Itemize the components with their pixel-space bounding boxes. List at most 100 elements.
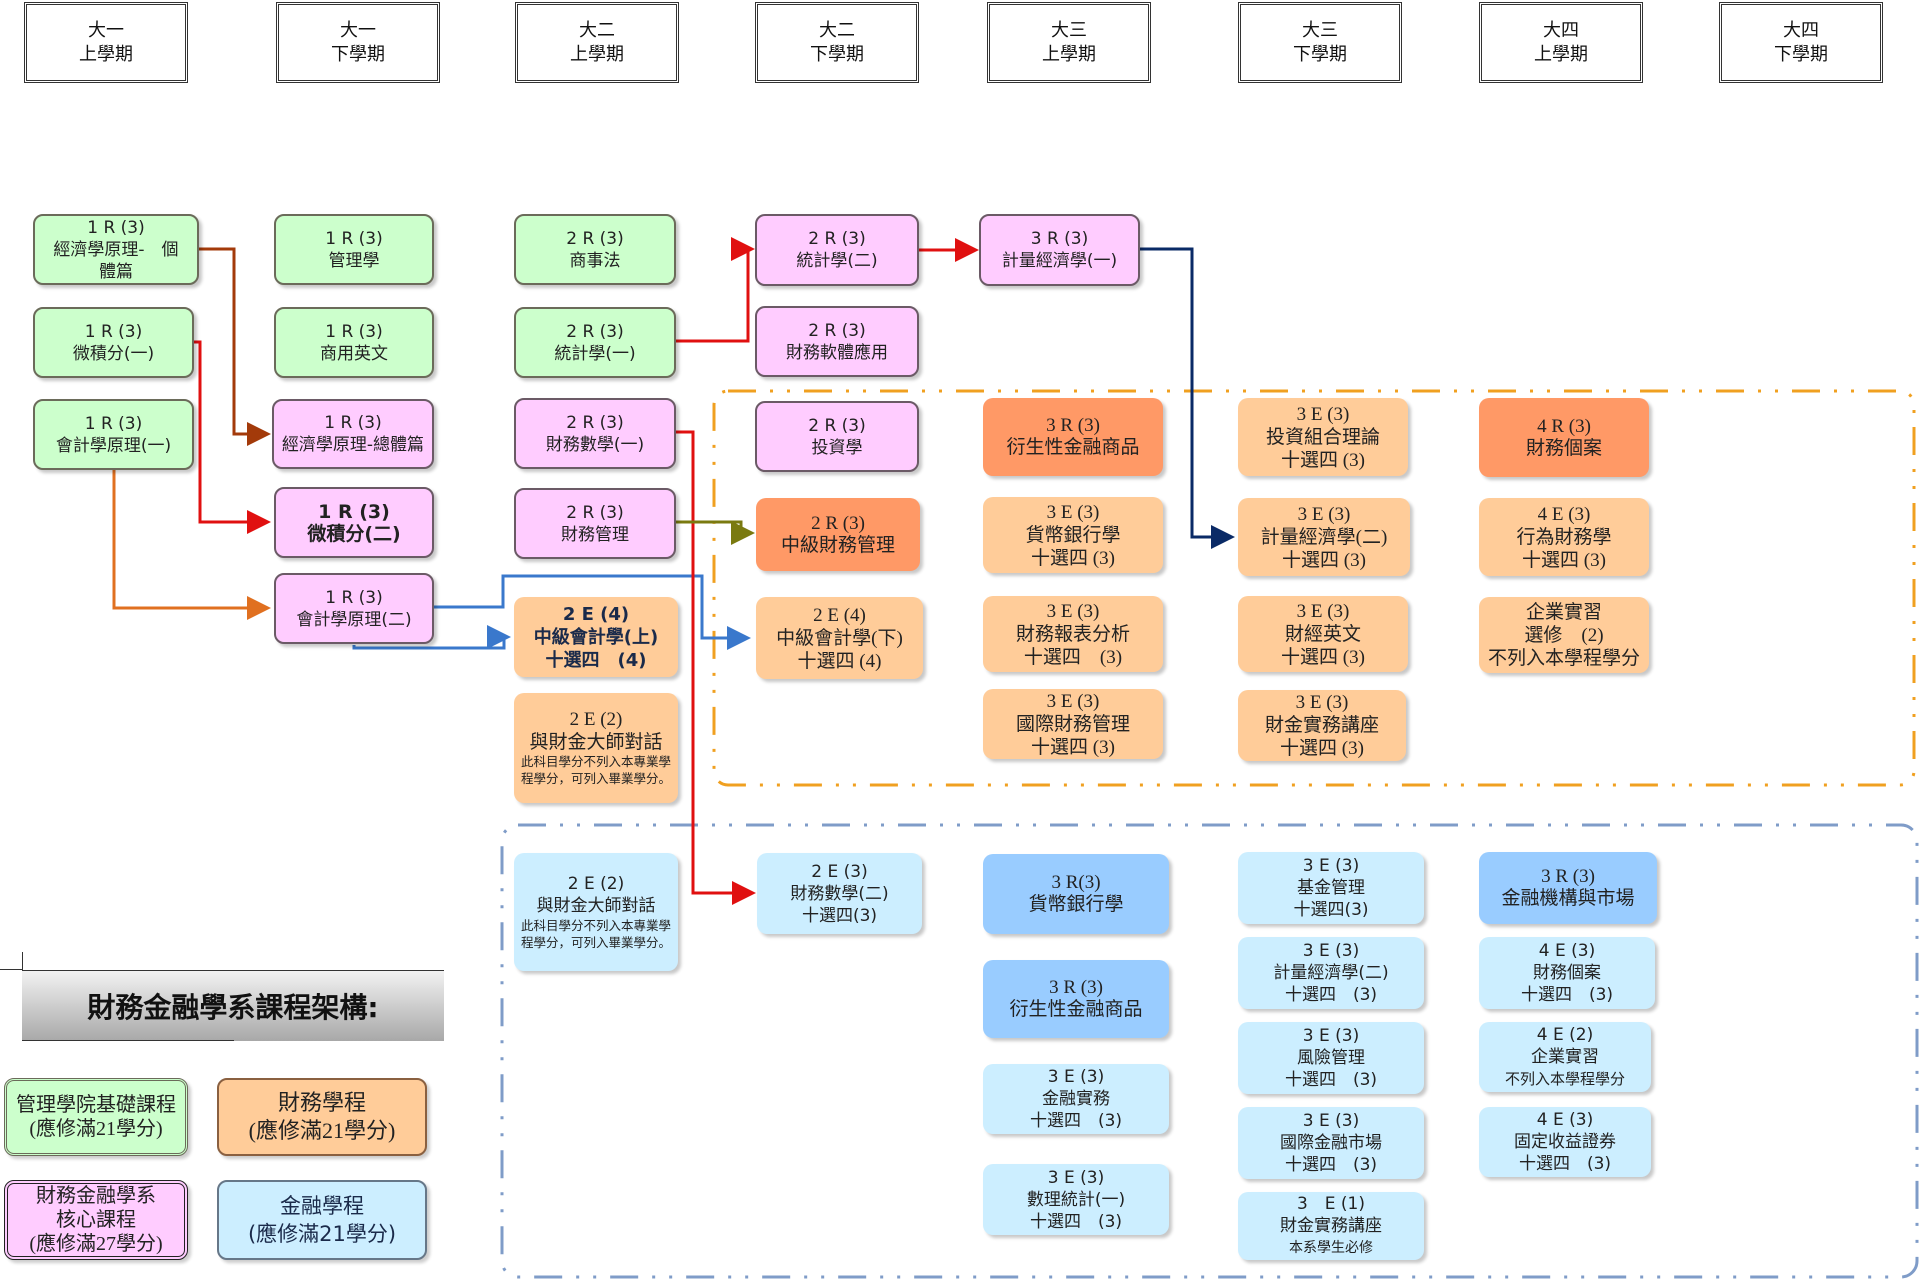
semester-header-y3-s2: 大三下學期 bbox=[1238, 2, 1402, 83]
course-investments[interactable]: 2 R (3)投資學 bbox=[755, 401, 919, 472]
course-math-stat-bp[interactable]: 3 E (3)數理統計(一)十選四 (3) bbox=[983, 1164, 1169, 1235]
semester-year: 大一 bbox=[88, 19, 124, 41]
arrow-acct2-to-interacct2 bbox=[433, 574, 751, 650]
course-intermediate-acct2[interactable]: 2 E (4)中級會計學(下)十選四 (4) bbox=[756, 597, 923, 679]
course-code: 4 E (3) bbox=[1536, 1110, 1594, 1130]
course-finance-lecture-fp[interactable]: 3 E (3)財金實務講座十選四 (3) bbox=[1238, 690, 1406, 761]
course-internship-fp[interactable]: 企業實習選修 (2)不列入本學程學分 bbox=[1479, 597, 1649, 673]
course-name: 中級財務管理 bbox=[780, 534, 895, 556]
course-money-banking-fp[interactable]: 3 E (3)貨幣銀行學十選四 (3) bbox=[983, 497, 1163, 573]
course-finance-management[interactable]: 2 R (3)財務管理 bbox=[514, 488, 676, 559]
course-finance-case-bp[interactable]: 4 E (3)財務個案十選四 (3) bbox=[1479, 937, 1655, 1009]
semester-header-y1-s2: 大一下學期 bbox=[276, 2, 440, 83]
course-econ-macro[interactable]: 1 R (3)經濟學原理-總體篇 bbox=[272, 399, 434, 469]
course-name: 與財金大師對話 bbox=[529, 732, 663, 753]
course-econometrics2-fp[interactable]: 3 E (3)計量經濟學(二)十選四 (3) bbox=[1238, 498, 1410, 576]
course-finance-practice-bp[interactable]: 3 E (3)金融實務十選四 (3) bbox=[983, 1064, 1169, 1134]
semester-header-y3-s1: 大三上學期 bbox=[987, 2, 1151, 83]
course-intl-finance-mgmt-fp[interactable]: 3 E (3)國際財務管理十選四 (3) bbox=[983, 689, 1163, 759]
course-note: 十選四 (4) bbox=[545, 649, 647, 671]
course-money-banking-bp[interactable]: 3 R(3)貨幣銀行學 bbox=[983, 854, 1169, 934]
course-fin-statement-analysis-fp[interactable]: 3 E (3)財務報表分析十選四 (3) bbox=[983, 596, 1163, 672]
course-institutions-markets-bp[interactable]: 3 R (3)金融機構與市場 bbox=[1479, 852, 1657, 924]
course-name: 中級會計學(上) bbox=[533, 626, 659, 648]
semester-term: 上學期 bbox=[79, 43, 133, 65]
course-name: 貨幣銀行學 bbox=[1028, 894, 1124, 915]
course-finance-case-fp[interactable]: 4 R (3)財務個案 bbox=[1479, 398, 1649, 477]
course-code: 4 E (2) bbox=[1536, 1025, 1594, 1045]
course-code: 2 R (3) bbox=[566, 502, 624, 523]
course-derivatives-fp[interactable]: 3 R (3)衍生性金融商品 bbox=[983, 398, 1163, 476]
course-note: 十選四 (3) bbox=[1522, 549, 1606, 571]
course-name: 體篇 bbox=[99, 261, 133, 282]
course-name: 投資學 bbox=[811, 437, 863, 458]
course-note: 十選四 (3) bbox=[1280, 738, 1364, 759]
course-business-english[interactable]: 1 R (3)商用英文 bbox=[274, 307, 434, 378]
course-derivatives-bp[interactable]: 3 R (3)衍生性金融商品 bbox=[983, 960, 1169, 1038]
course-name: 財務個案 bbox=[1525, 437, 1602, 459]
course-dialog-finance-masters-fp[interactable]: 2 E (2)與財金大師對話此科目學分不列入本專業學程學分，可列入畢業學分。 bbox=[514, 693, 678, 803]
course-intl-financial-markets-bp[interactable]: 3 E (3)國際金融市場十選四 (3) bbox=[1238, 1107, 1424, 1179]
course-code: 3 R (3) bbox=[1046, 415, 1100, 436]
course-calc2[interactable]: 1 R (3)微積分(二) bbox=[274, 487, 434, 558]
course-acct2[interactable]: 1 R (3)會計學原理(二) bbox=[274, 573, 434, 644]
legend-label: 財務金融學系 bbox=[36, 1185, 156, 1207]
legend-requirement: (應修滿21學分) bbox=[248, 1118, 396, 1143]
course-name: 管理學 bbox=[328, 250, 380, 271]
course-name: 中級會計學(下) bbox=[776, 627, 903, 649]
course-econ-micro[interactable]: 1 R (3)經濟學原理- 個體篇 bbox=[33, 214, 199, 285]
course-fund-management-bp[interactable]: 3 E (3)基金管理十選四(3) bbox=[1238, 852, 1424, 924]
course-code: 3 E (3) bbox=[1302, 1026, 1360, 1046]
course-finmath1[interactable]: 2 R (3)財務數學(一) bbox=[514, 398, 676, 469]
course-name: 會計學原理(二) bbox=[296, 609, 412, 630]
course-internship-bp[interactable]: 4 E (2)企業實習不列入本學程學分 bbox=[1479, 1022, 1651, 1092]
course-code: 1 R (3) bbox=[84, 321, 143, 342]
course-name: 行為財務學 bbox=[1516, 526, 1612, 548]
course-risk-management-bp[interactable]: 3 E (3)風險管理十選四 (3) bbox=[1238, 1022, 1424, 1094]
course-behavioral-finance-fp[interactable]: 4 E (3)行為財務學十選四 (3) bbox=[1479, 498, 1649, 576]
course-name: 財務個案 bbox=[1533, 963, 1601, 983]
course-name: 衍生性金融商品 bbox=[1006, 437, 1140, 458]
course-note: 十選四 (3) bbox=[1518, 1154, 1612, 1174]
course-management[interactable]: 1 R (3)管理學 bbox=[274, 214, 434, 285]
course-portfolio-theory-fp[interactable]: 3 E (3)投資組合理論十選四 (3) bbox=[1238, 398, 1408, 476]
course-name: 衍生性金融商品 bbox=[1009, 999, 1143, 1020]
course-finmath2-bp[interactable]: 2 E (3)財務數學(二)十選四(3) bbox=[757, 853, 922, 934]
course-finance-software[interactable]: 2 R (3)財務軟體應用 bbox=[755, 306, 919, 377]
course-code: 4 R (3) bbox=[1537, 415, 1591, 437]
course-code: 2 R (3) bbox=[566, 321, 624, 342]
semester-term: 上學期 bbox=[1042, 43, 1096, 65]
legend-label: 管理學院基礎課程 bbox=[16, 1094, 176, 1116]
legend-requirement: (應修滿21學分) bbox=[247, 1222, 397, 1246]
semester-term: 下學期 bbox=[1774, 43, 1828, 65]
course-dialog-finance-masters-bp[interactable]: 2 E (2)與財金大師對話此科目學分不列入本專業學程學分，可列入畢業學分。 bbox=[514, 853, 678, 971]
semester-header-y4-s2: 大四下學期 bbox=[1719, 2, 1883, 83]
course-note: 十選四 (3) bbox=[1284, 1155, 1378, 1175]
course-name: 選修 (2) bbox=[1524, 624, 1604, 646]
course-fixed-income-bp[interactable]: 4 E (3)固定收益證券十選四 (3) bbox=[1479, 1107, 1651, 1177]
course-econometrics1[interactable]: 3 R (3)計量經濟學(一) bbox=[979, 214, 1140, 286]
course-name: 財務數學(二) bbox=[790, 883, 889, 904]
course-stat2[interactable]: 2 R (3)統計學(二) bbox=[755, 214, 919, 286]
course-business-law[interactable]: 2 R (3)商事法 bbox=[514, 214, 676, 285]
course-note: 十選四 (3) bbox=[1029, 1111, 1123, 1131]
course-code: 3 E (3) bbox=[1046, 501, 1100, 523]
course-intermediate-finance[interactable]: 2 R (3)中級財務管理 bbox=[756, 498, 920, 571]
course-acct1[interactable]: 1 R (3)會計學原理(一) bbox=[33, 399, 194, 470]
course-stat1[interactable]: 2 R (3)統計學(一) bbox=[514, 307, 676, 378]
course-note: 十選四 (3) bbox=[1281, 449, 1365, 471]
course-calc1[interactable]: 1 R (3)微積分(一) bbox=[33, 307, 194, 378]
course-code: 1 R (3) bbox=[325, 587, 383, 608]
arrow-calc1-to-calc2 bbox=[194, 340, 271, 534]
course-econometrics2-bp[interactable]: 3 E (3)計量經濟學(二)十選四 (3) bbox=[1238, 937, 1424, 1009]
course-finance-lecture-bp[interactable]: 3 E (1)財金實務講座本系學生必修 bbox=[1238, 1192, 1424, 1260]
course-finance-english-fp[interactable]: 3 E (3)財經英文十選四 (3) bbox=[1238, 596, 1408, 672]
course-name: 財務數學(一) bbox=[545, 434, 645, 455]
course-name: 財金實務講座 bbox=[1280, 1216, 1382, 1236]
course-intermediate-acct1[interactable]: 2 E (4)中級會計學(上)十選四 (4) bbox=[514, 597, 678, 677]
course-name: 財金實務講座 bbox=[1264, 715, 1379, 736]
course-name: 財務報表分析 bbox=[1015, 623, 1130, 645]
course-name: 統計學(二) bbox=[796, 251, 878, 271]
course-name: 基金管理 bbox=[1297, 878, 1365, 898]
